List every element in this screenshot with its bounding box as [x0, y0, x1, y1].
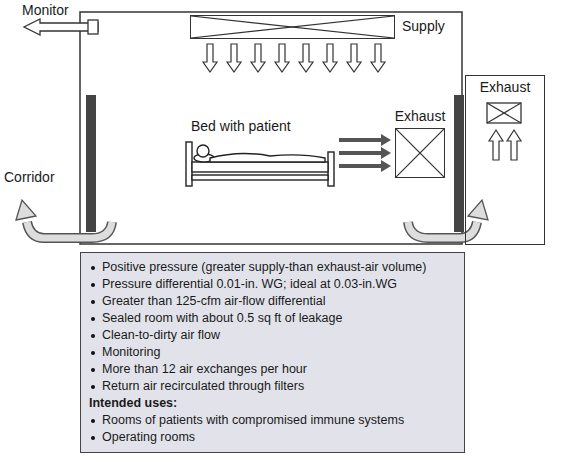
patient-bed: Bed with patient [185, 138, 335, 188]
monitor-symbol [24, 19, 98, 35]
bullet-dot [91, 283, 95, 287]
room-outline [80, 12, 462, 244]
exhaust-fan [487, 103, 521, 123]
bullet-row: More than 12 air exchanges per hour [89, 361, 456, 378]
bullet-text: Rooms of patients with compromised immun… [102, 412, 404, 429]
part-label: Exhaust [466, 79, 544, 95]
bullet-row: Greater than 125-cfm air-flow differenti… [89, 293, 456, 310]
arrow-head [381, 147, 391, 159]
supply-air-arrows [203, 44, 385, 72]
bullet-text: Monitoring [102, 344, 160, 361]
grille-cross [396, 129, 444, 177]
bullet-row: Monitoring [89, 344, 456, 361]
bullet-text: Greater than 125-cfm air-flow differenti… [102, 293, 325, 310]
bullet-row: Pressure differential 0.01-in. WG; ideal… [89, 276, 456, 293]
diffuser-symbol [191, 16, 394, 38]
requirements-panel: Positive pressure (greater supply-than e… [80, 252, 465, 453]
bullet-dot [91, 368, 95, 372]
bullet-text: Return air recirculated through filters [102, 378, 304, 395]
exhaust-grille: Exhaust [395, 128, 445, 178]
grille-cross [396, 129, 444, 177]
airflow-arrow [16, 200, 112, 238]
bullet-row: Rooms of patients with compromised immun… [89, 412, 456, 429]
airflow-arrow [408, 200, 488, 238]
bullet-dot [91, 317, 95, 321]
bullet-dot [91, 334, 95, 338]
list-heading: Intended uses: [89, 395, 177, 412]
grille-cross [191, 16, 394, 38]
bed-drawing [186, 142, 334, 186]
bullet-dot [91, 266, 95, 270]
grille-cross [191, 16, 394, 38]
bullet-row: Sealed room with about 0.5 sq ft of leak… [89, 310, 456, 327]
part-label: Exhaust [395, 108, 446, 124]
bullet-text: Sealed room with about 0.5 sq ft of leak… [102, 310, 342, 327]
bullet-text: Operating rooms [102, 429, 195, 446]
bullet-text: Pressure differential 0.01-in. WG; ideal… [102, 276, 397, 293]
bullet-row: Return air recirculated through filters [89, 378, 456, 395]
bullet-text: Positive pressure (greater supply-than e… [102, 259, 426, 276]
airflow-connector [339, 134, 391, 172]
bullet-row: Operating rooms [89, 429, 456, 446]
monitor-label: Monitor [22, 2, 69, 18]
door [454, 95, 464, 232]
bullet-dot [91, 385, 95, 389]
bullet-row: Positive pressure (greater supply-than e… [89, 259, 456, 276]
bullet-text: More than 12 air exchanges per hour [102, 361, 307, 378]
supply-diffuser: Supply [190, 15, 395, 39]
corridor-label: Corridor [4, 169, 55, 185]
bullet-dot [91, 351, 95, 355]
exhaust-up-arrows [489, 130, 521, 160]
bullet-dot [91, 300, 95, 304]
bullet-row: Clean-to-dirty air flow [89, 327, 456, 344]
bullet-text: Clean-to-dirty air flow [102, 327, 220, 344]
list-heading-row: Intended uses: [89, 395, 456, 412]
grille-symbol [396, 129, 444, 177]
bullet-dot [91, 419, 95, 423]
exhaust-shaft: Exhaust [465, 75, 545, 245]
arrow-shaft [339, 151, 382, 155]
arrow-shaft [339, 164, 382, 168]
arrow-shaft [339, 138, 382, 142]
arrow-head [381, 134, 391, 146]
door [86, 95, 96, 232]
part-label: Bed with patient [191, 118, 291, 134]
bullet-dot [91, 436, 95, 440]
arrow-head [381, 160, 391, 172]
part-label: Supply [402, 18, 445, 34]
